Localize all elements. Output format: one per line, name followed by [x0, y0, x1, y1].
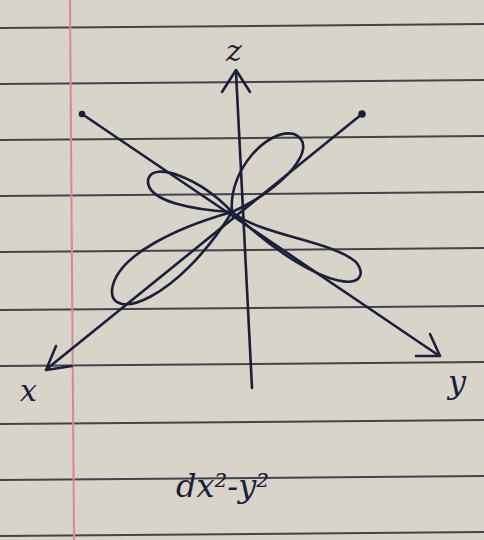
orbital-lobe	[232, 133, 304, 212]
orbital-caption: dx²-y²	[176, 470, 269, 502]
z-axis	[236, 72, 252, 388]
axis-arrowhead	[46, 346, 72, 370]
axis-label: y	[448, 366, 466, 398]
orbital-lobe	[232, 212, 361, 282]
orbital-lobe	[112, 212, 232, 304]
x-axis	[48, 114, 362, 368]
margin-line	[70, 0, 74, 540]
axis-arrowhead	[222, 70, 250, 92]
orbital-drawing	[46, 70, 440, 388]
axis-label: z	[226, 36, 242, 66]
y-axis	[82, 114, 438, 355]
axis-arrowhead	[416, 334, 440, 356]
orbital-lobe	[148, 172, 232, 212]
axis-label: x	[20, 376, 37, 406]
